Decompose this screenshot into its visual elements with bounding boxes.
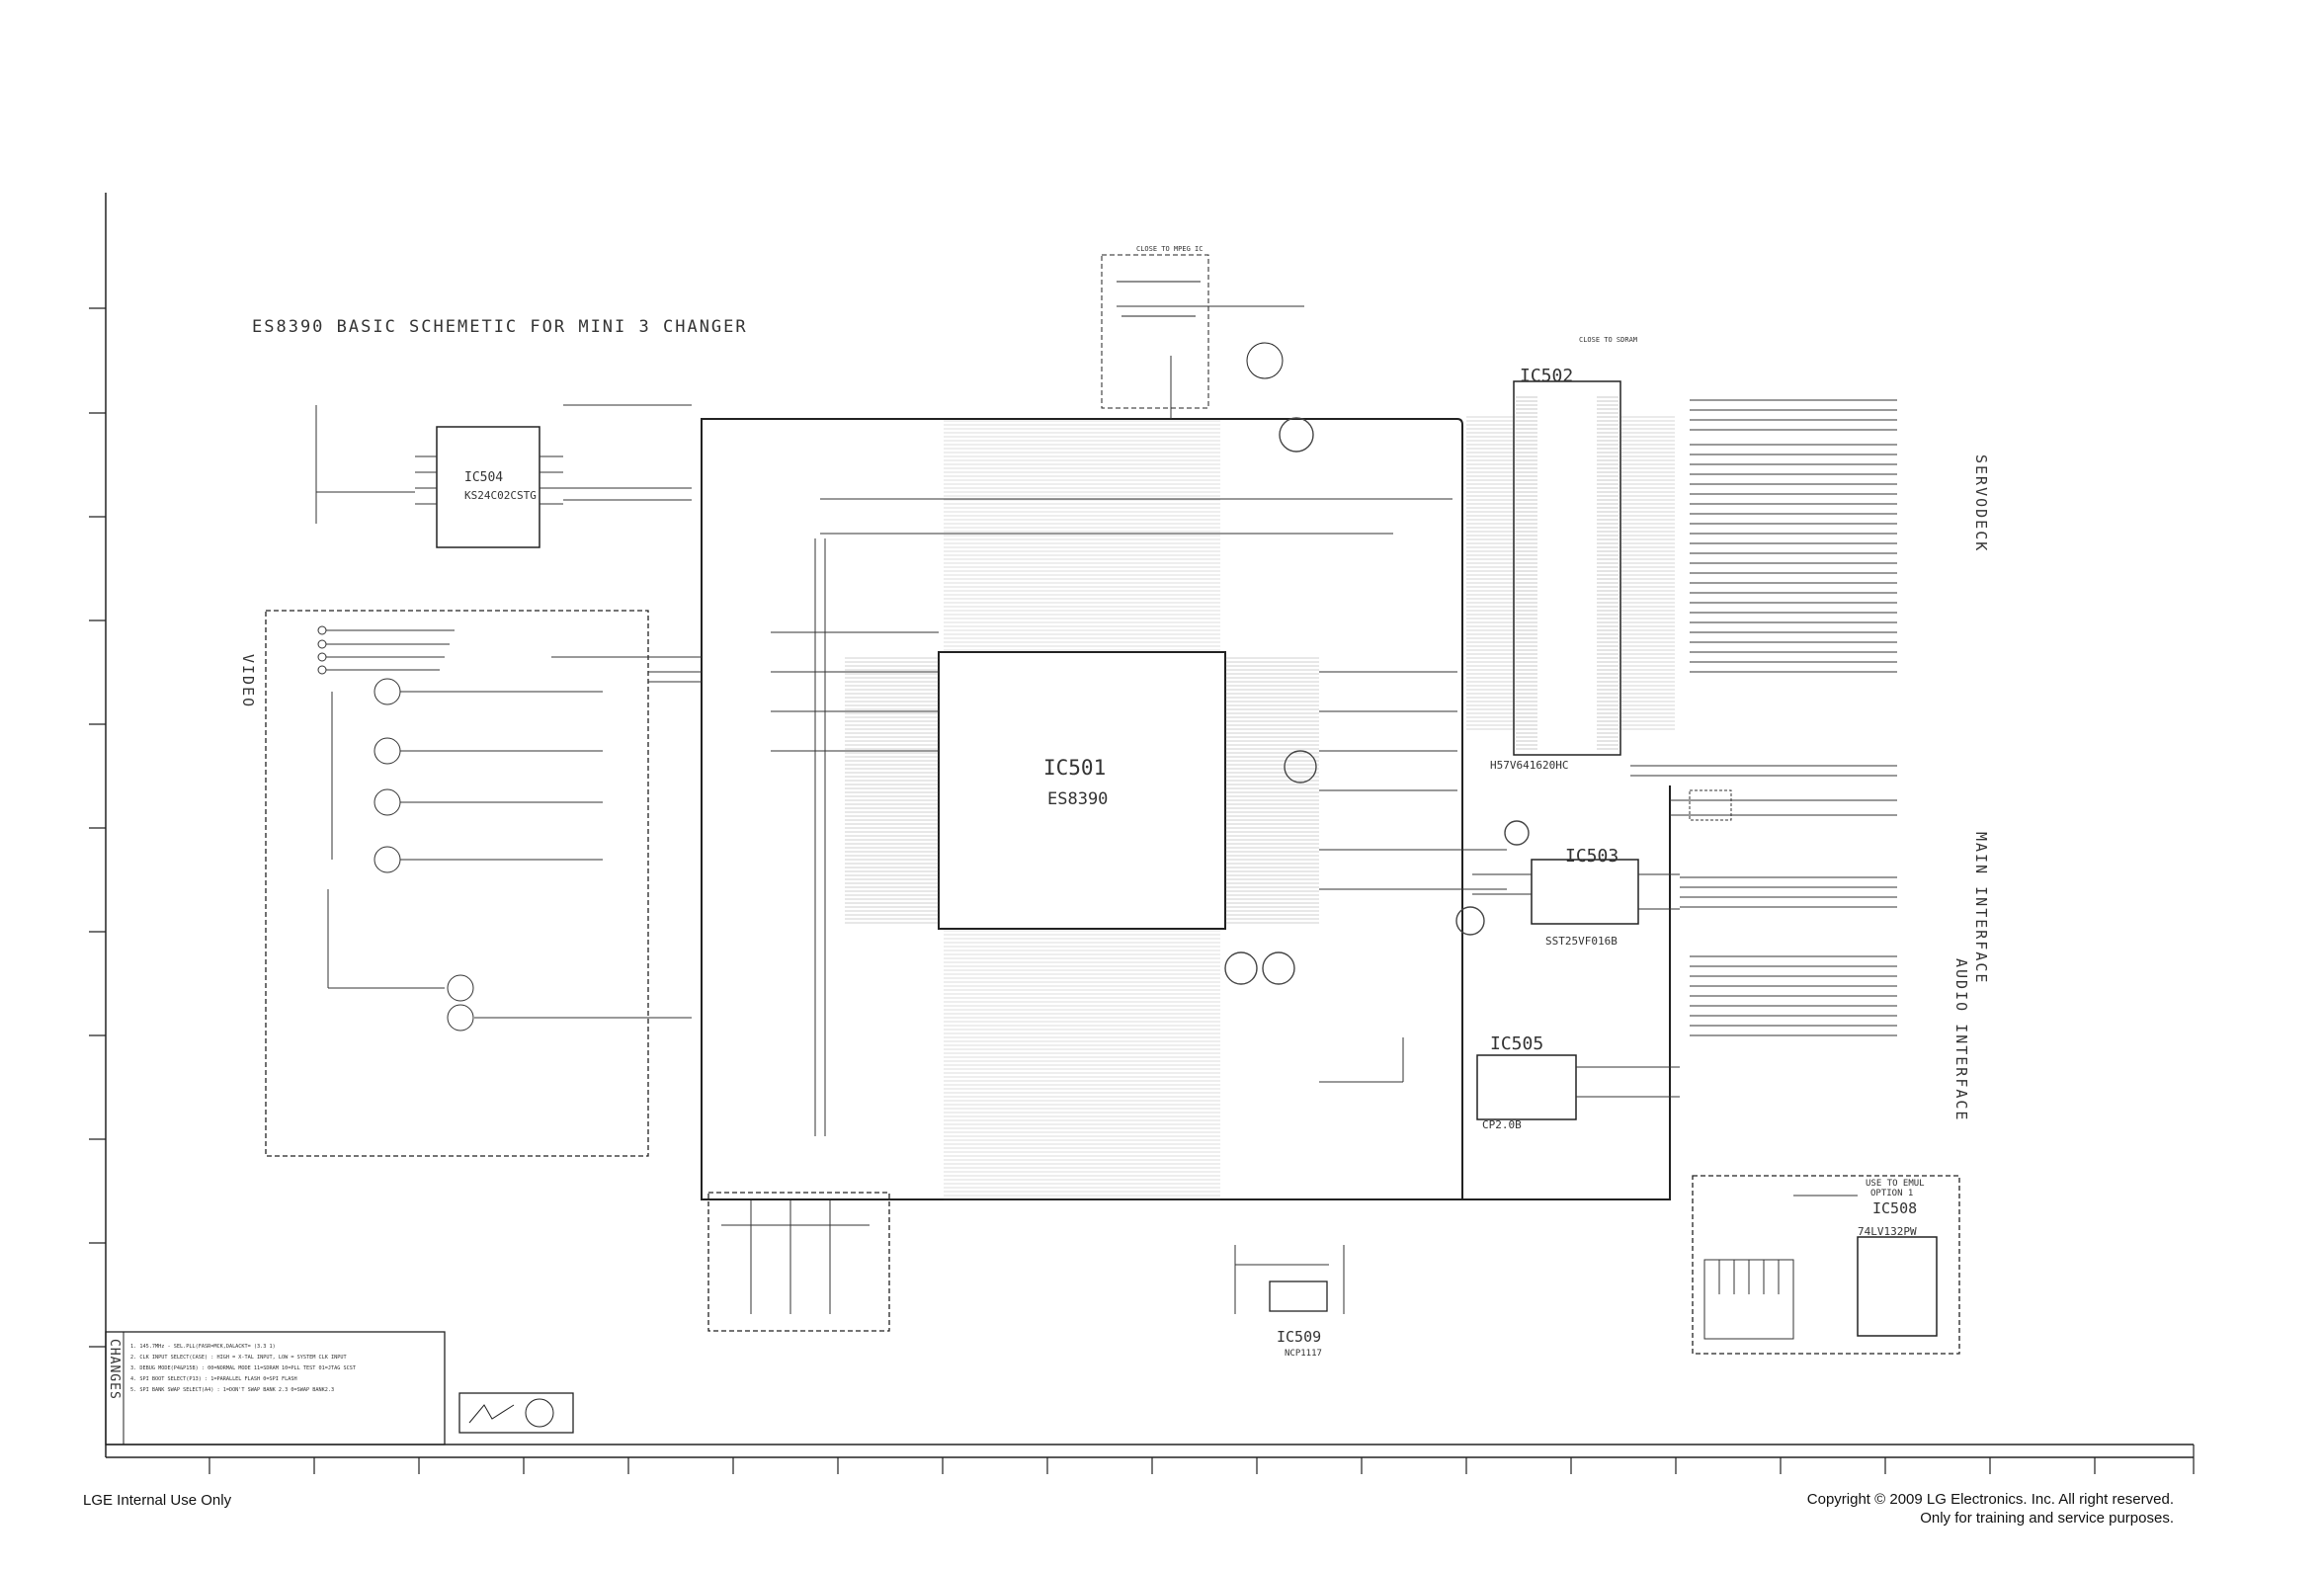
audio-interface-lines bbox=[1690, 955, 1897, 1036]
main-interface-label: MAIN INTERFACE bbox=[1972, 832, 1990, 984]
bus-lines bbox=[771, 305, 1507, 1136]
audio-interface-label: AUDIO INTERFACE bbox=[1952, 958, 1970, 1121]
servodeck-label: SERVODECK bbox=[1972, 454, 1990, 552]
test-points bbox=[1224, 417, 1530, 985]
ic501-chip: IC501 ES8390 bbox=[845, 420, 1319, 1200]
ic503-chip: IC503 SST25VF016B bbox=[1472, 846, 1680, 948]
svg-text:3. DEBUG MODE(P4&P15B) : 00=NO: 3. DEBUG MODE(P4&P15B) : 00=NORMAL MODE … bbox=[130, 1365, 356, 1371]
svg-text:2. CLK INPUT SELECT(CASE) : HI: 2. CLK INPUT SELECT(CASE) : HIGH = X-TAL… bbox=[130, 1355, 347, 1361]
svg-text:IC509: IC509 bbox=[1277, 1328, 1321, 1346]
changes-box: CHANGES 1. 145.7MHz - SEL.PLL(FASR=MCK,D… bbox=[105, 1331, 574, 1445]
ic504-chip: IC505 CP2.0B bbox=[1476, 1033, 1680, 1131]
svg-text:IC502: IC502 bbox=[1520, 366, 1573, 386]
svg-text:4. SPI BOOT SELECT(P13) : 1=PA: 4. SPI BOOT SELECT(P13) : 1=PARALLEL FLA… bbox=[130, 1376, 297, 1382]
svg-text:KS24C02CSTG: KS24C02CSTG bbox=[464, 489, 537, 502]
video-section bbox=[265, 610, 702, 1157]
svg-text:SST25VF016B: SST25VF016B bbox=[1545, 935, 1618, 948]
svg-text:74LV132PW: 74LV132PW bbox=[1858, 1225, 1917, 1238]
ic502-chip: IC502 H57V641620HC bbox=[1466, 366, 1675, 772]
svg-text:1. 145.7MHz - SEL.PLL(FASR=MCK: 1. 145.7MHz - SEL.PLL(FASR=MCK,DALACKT= … bbox=[130, 1344, 276, 1350]
svg-text:USE TO EMUL: USE TO EMUL bbox=[1866, 1179, 1925, 1189]
ic501-ref: IC501 bbox=[1043, 756, 1106, 780]
svg-text:H57V641620HC: H57V641620HC bbox=[1490, 759, 1568, 772]
ic505-chip: IC504 KS24C02CSTG bbox=[315, 404, 692, 548]
svg-text:CLOSE TO SDRAM: CLOSE TO SDRAM bbox=[1579, 336, 1637, 344]
ic509-chip: IC509 NCP1117 bbox=[1234, 1245, 1345, 1359]
video-label: VIDEO bbox=[239, 654, 257, 708]
ic501-part: ES8390 bbox=[1047, 789, 1108, 809]
emul-option-box: USE TO EMUL OPTION 1 IC508 74LV132PW bbox=[1692, 1175, 1960, 1355]
top-crystal-box bbox=[1101, 254, 1284, 409]
mpeg-board-outline bbox=[701, 418, 1463, 1200]
svg-text:NCP1117: NCP1117 bbox=[1285, 1349, 1322, 1359]
svg-text:IC504: IC504 bbox=[464, 470, 503, 485]
bottom-left-box bbox=[707, 1192, 890, 1332]
sheet-frame bbox=[89, 193, 2195, 1474]
footer-internal-use: LGE Internal Use Only bbox=[83, 1492, 232, 1509]
svg-text:IC503: IC503 bbox=[1565, 846, 1618, 867]
changes-label: CHANGES bbox=[107, 1339, 122, 1400]
main-interface-lines bbox=[1630, 765, 1897, 908]
footer-copyright-line2: Only for training and service purposes. bbox=[1920, 1510, 2174, 1527]
servo-connector-lines bbox=[1690, 399, 1897, 673]
svg-text:CP2.0B: CP2.0B bbox=[1482, 1118, 1522, 1131]
schematic-title: ES8390 BASIC SCHEMETIC FOR MINI 3 CHANGE… bbox=[252, 317, 748, 337]
top-box-label: CLOSE TO MPEG IC bbox=[1136, 245, 1203, 253]
footer-copyright-line1: Copyright © 2009 LG Electronics. Inc. Al… bbox=[1806, 1491, 2174, 1508]
svg-text:IC505: IC505 bbox=[1490, 1033, 1543, 1054]
svg-text:5. SPI BANK SWAP SELECT(A4) :: 5. SPI BANK SWAP SELECT(A4) : 1=DON'T SW… bbox=[130, 1387, 334, 1393]
svg-text:IC508: IC508 bbox=[1872, 1199, 1917, 1217]
svg-text:OPTION 1: OPTION 1 bbox=[1870, 1189, 1913, 1198]
footer-copyright: Copyright © 2009 LG Electronics. Inc. Al… bbox=[1807, 1490, 2174, 1528]
